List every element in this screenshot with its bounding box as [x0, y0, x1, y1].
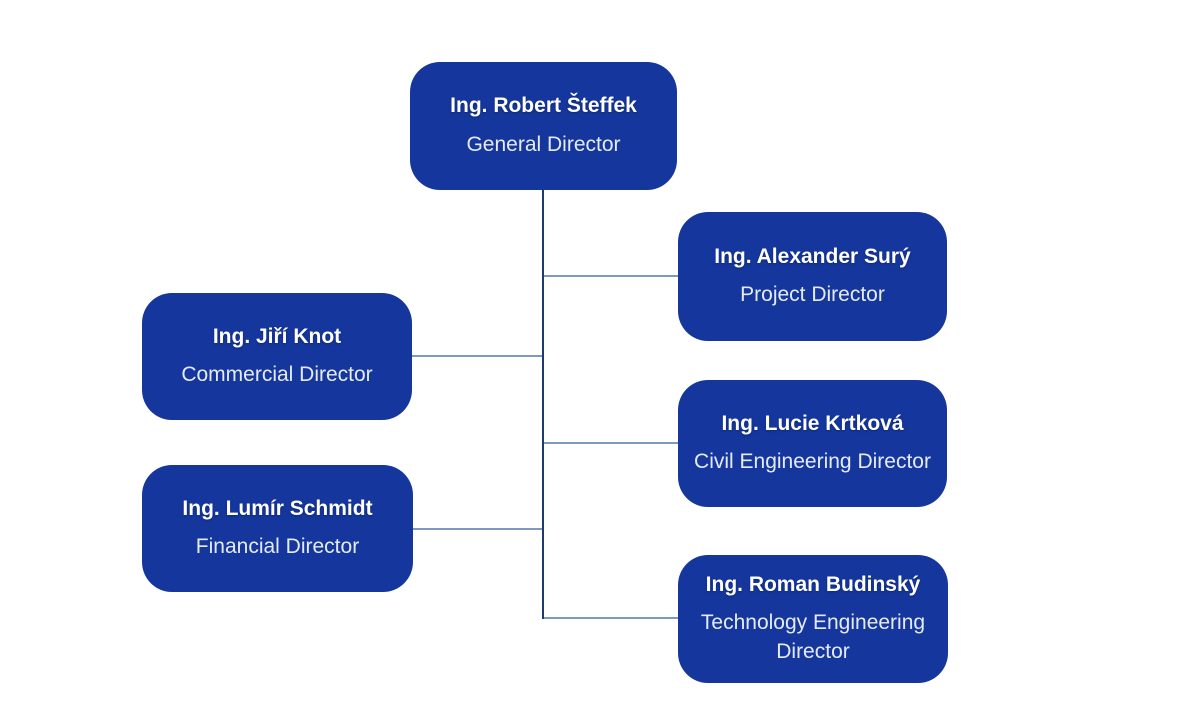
org-node-civil-engineering-director: Ing. Lucie Krtková Civil Engineering Dir… [678, 380, 947, 507]
org-node-general-director: Ing. Robert Šteffek General Director [410, 62, 677, 190]
person-title: General Director [466, 132, 621, 156]
person-title: Technology Engineering Director [700, 611, 926, 664]
org-node-technology-engineering-director: Ing. Roman Budinský Technology Engineeri… [678, 555, 948, 683]
person-title: Civil Engineering Director [694, 450, 931, 474]
branch-line-commercial-director [412, 355, 542, 357]
trunk-connector-line [542, 190, 544, 619]
person-name: Ing. Lucie Krtková [721, 411, 904, 435]
branch-line-civil-engineering-director [544, 442, 678, 444]
org-node-financial-director: Ing. Lumír Schmidt Financial Director [142, 465, 413, 592]
branch-line-financial-director [413, 528, 542, 530]
person-title: Financial Director [195, 535, 360, 559]
person-name: Ing. Jiří Knot [212, 324, 342, 348]
branch-line-technology-engineering-director [544, 617, 678, 619]
person-name: Ing. Alexander Surý [714, 244, 911, 268]
org-node-project-director: Ing. Alexander Surý Project Director [678, 212, 947, 341]
org-node-commercial-director: Ing. Jiří Knot Commercial Director [142, 293, 412, 420]
person-title: Commercial Director [181, 363, 373, 387]
person-name: Ing. Lumír Schmidt [182, 496, 373, 520]
branch-line-project-director [544, 275, 678, 277]
person-name: Ing. Roman Budinský [705, 572, 921, 596]
person-title: Project Director [740, 283, 885, 307]
person-name: Ing. Robert Šteffek [450, 94, 637, 118]
